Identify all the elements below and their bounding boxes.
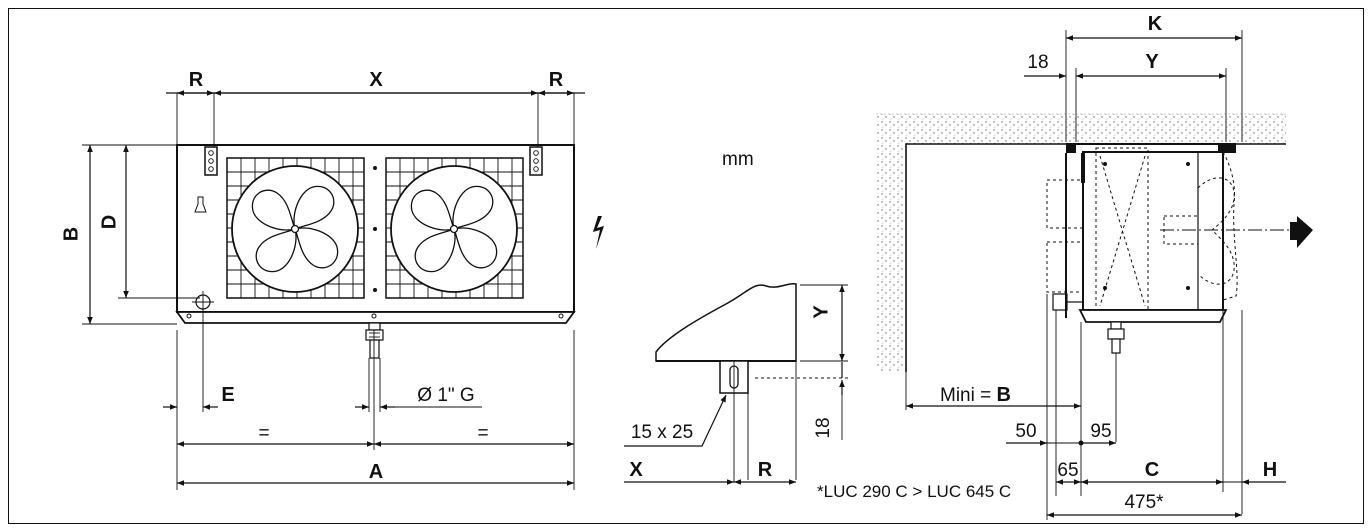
dim-eq-right-label: = [477,423,488,444]
slot-size-label: 15 x 25 [631,422,693,443]
dim-c-label: C [1145,459,1159,481]
bracket-dim-r-label: R [758,459,773,481]
mini-clearance-value: B [997,384,1011,406]
dim-b-label: B [60,227,82,241]
valve-icon [194,196,207,213]
bracket-dim-18-label: 18 [813,417,834,438]
fan-guard-1 [226,157,365,299]
bracket-dim-x-label: X [629,459,643,481]
units-label: mm [722,149,754,170]
dim-65-label: 65 [1057,460,1078,481]
dim-x-label: X [369,69,383,91]
dim-r-right-label: R [549,69,564,91]
dim-18-label: 18 [1027,52,1048,73]
dim-eq-left-label: = [258,423,269,444]
front-view: R X R B D E Ø 1" G = = A [60,69,604,490]
dim-r-left-label: R [189,69,204,91]
dim-k-label: K [1148,13,1163,35]
fan-blade-icon [251,185,339,273]
electrical-icon [593,216,604,249]
dim-95-label: 95 [1090,421,1111,442]
airflow-arrow-icon [1290,216,1313,248]
dim-h-label: H [1263,459,1277,481]
mounting-bracket-right [529,146,543,176]
bracket-dim-y-label: Y [810,305,832,319]
fan-guard-2 [385,157,524,299]
dim-475-label: 475* [1124,492,1164,513]
sheet-border [8,8,1364,524]
model-range-footnote: *LUC 290 C > LUC 645 C [817,482,1011,501]
dim-drain-label: Ø 1" G [417,385,474,406]
electrical-box [1046,179,1084,229]
mounting-bracket-left [204,146,218,176]
bracket-detail: Y 18 15 x 25 X R [624,282,848,485]
dim-e-label: E [221,384,234,406]
mini-clearance-label: Mini = B [940,384,1011,406]
ceiling-wall-insulation [876,114,1286,372]
dim-a-label: A [369,461,383,483]
dim-50-label: 50 [1015,421,1036,442]
side-view: K 18 Y Mini = B 50 95 65 C H 475* [876,13,1313,520]
dim-d-label: D [98,215,120,229]
drain-fitting [365,322,384,359]
side-dim-y-label: Y [1145,51,1159,73]
fan-blade-icon [410,185,498,273]
fan-guard-profile [1222,151,1238,301]
